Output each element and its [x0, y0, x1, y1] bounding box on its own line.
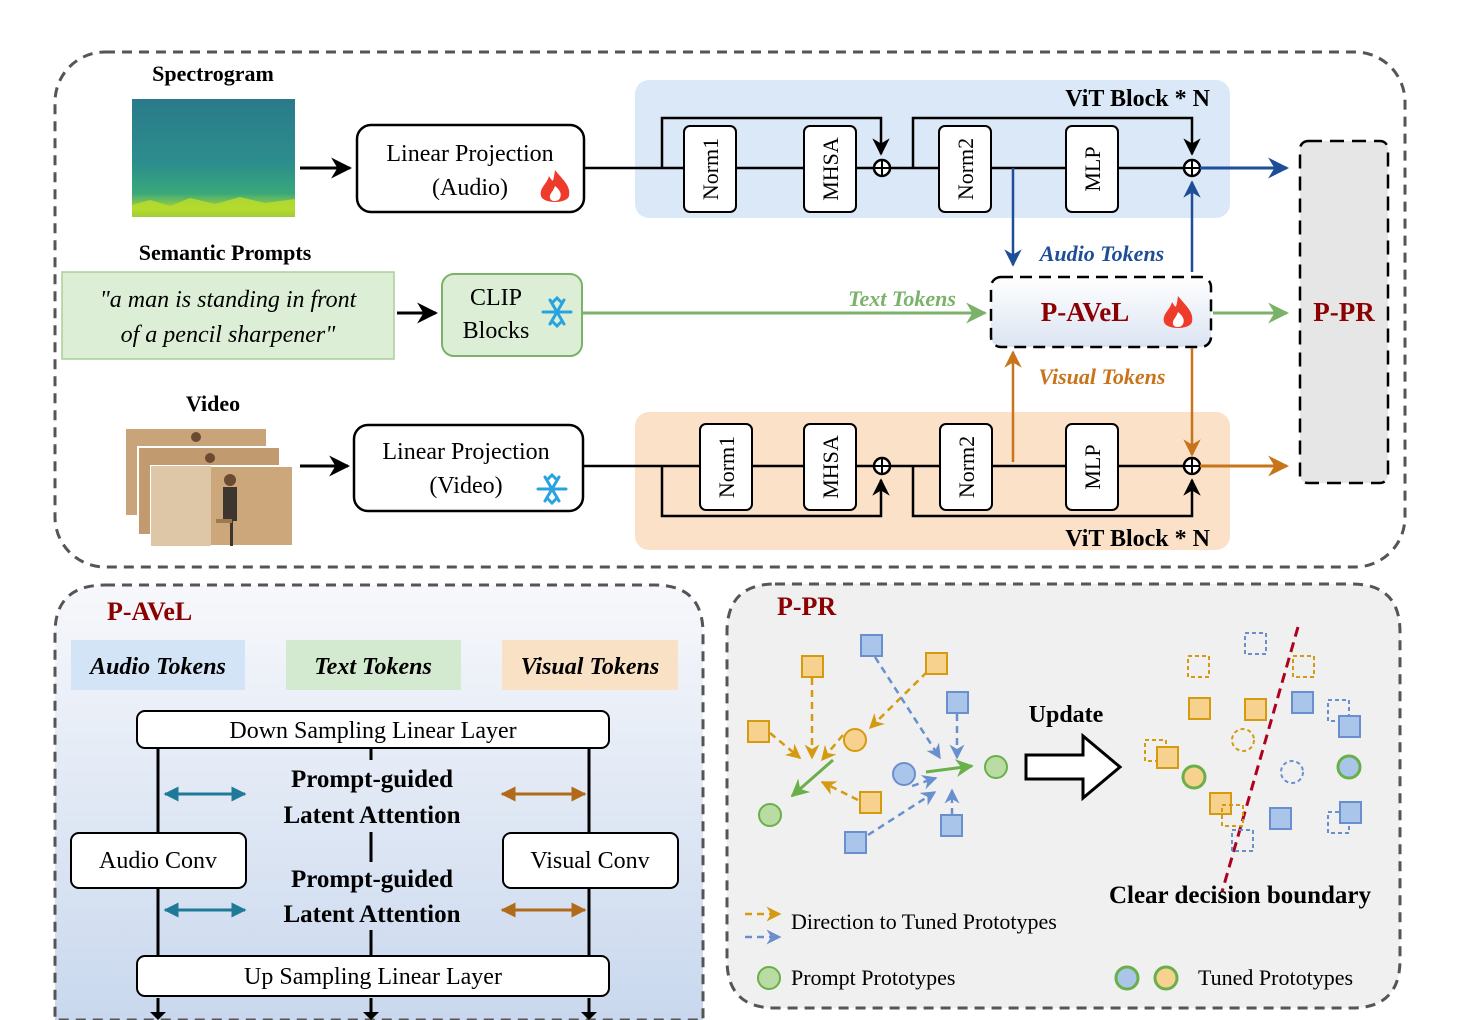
ppr-box [1298, 139, 1390, 485]
attn2-line1: Prompt-guided [291, 866, 453, 893]
visual-conv [502, 832, 679, 889]
vit-video-label: ViT Block * N [1065, 526, 1210, 552]
pavel-audio-tokens-bg [71, 640, 245, 690]
video-label: Video [186, 391, 240, 416]
video-add-node-2 [1182, 456, 1202, 476]
text-tokens-label: Text Tokens [848, 286, 956, 311]
video-norm1-label: Norm1 [714, 436, 739, 498]
up-sampling-layer [136, 955, 610, 997]
top-panel-border [53, 50, 1407, 569]
vit-audio-label: ViT Block * N [1065, 86, 1210, 112]
prompt-line1: "a man is standing in front [100, 287, 358, 313]
update-label: Update [1029, 702, 1104, 728]
ppr-right-points [1144, 632, 1362, 852]
down-sampling-layer [136, 710, 610, 749]
legend-prompt-label: Prompt Prototypes [791, 965, 955, 990]
ppr-panel-title: P-PR [777, 592, 836, 621]
spectrogram-band [132, 197, 295, 217]
spectrogram-label: Spectrogram [152, 61, 274, 86]
legend-direction-label: Direction to Tuned Prototypes [791, 909, 1057, 934]
semantic-prompts-label: Semantic Prompts [139, 240, 312, 265]
update-arrow [1024, 732, 1123, 802]
linproj-audio-line1: Linear Projection [386, 141, 553, 167]
ppr-left-points [747, 634, 1008, 854]
audio-mlp [1065, 125, 1119, 213]
visual-conv-label: Visual Conv [530, 848, 649, 874]
video-norm2 [939, 423, 993, 511]
attn1-line2: Latent Attention [283, 802, 460, 829]
boundary-label: Clear decision boundary [1109, 882, 1372, 909]
legend-tuned-label: Tuned Prototypes [1198, 965, 1353, 990]
pavel-box-label: P-AVeL [1041, 297, 1130, 327]
video-mhsa-label: MHSA [818, 435, 843, 499]
fire-icon [1163, 296, 1193, 328]
pavel-bottom-arrows [150, 1012, 597, 1020]
spectrogram-image [132, 99, 295, 217]
linproj-video-line1: Linear Projection [382, 439, 549, 465]
legend-tuned-orange-icon [1153, 965, 1179, 991]
decision-boundary [1220, 626, 1300, 893]
ppr-box-label: P-PR [1313, 297, 1375, 327]
prompt-textbox [61, 271, 395, 360]
video-add-node-1 [872, 456, 892, 476]
audio-norm2 [938, 125, 992, 213]
audio-conv-label: Audio Conv [99, 848, 217, 874]
video-norm1 [699, 423, 753, 511]
audio-add-node-2 [1182, 158, 1202, 178]
video-mlp-label: MLP [1080, 444, 1105, 489]
linproj-audio-line2: (Audio) [432, 175, 508, 201]
clip-blocks [441, 273, 583, 357]
audio-add-node-1 [872, 158, 892, 178]
ppr-prompt-arrow-right [925, 759, 974, 778]
audio-norm2-label: Norm2 [953, 138, 978, 200]
attn1-line1: Prompt-guided [291, 766, 453, 793]
pavel-panel-title: P-AVeL [107, 597, 192, 626]
clip-line1: CLIP [470, 285, 522, 311]
up-sampling-label: Up Sampling Linear Layer [244, 964, 502, 990]
visual-tokens-label: Visual Tokens [1039, 364, 1166, 389]
prompt-line2: of a pencil sharpener" [121, 322, 337, 348]
linear-projection-video [352, 423, 585, 513]
audio-norm1-label: Norm1 [698, 138, 723, 200]
ppr-direction-arrows [769, 656, 965, 837]
pavel-text-tokens: Text Tokens [314, 654, 432, 680]
audio-mhsa [803, 125, 857, 213]
audio-norm1 [683, 125, 737, 213]
audio-mlp-label: MLP [1080, 146, 1105, 191]
linproj-video-line2: (Video) [429, 473, 502, 499]
ppr-prompt-arrow-left [790, 758, 834, 798]
down-sampling-label: Down Sampling Linear Layer [229, 718, 516, 744]
attn2-line2: Latent Attention [283, 901, 460, 928]
pavel-audio-tokens: Audio Tokens [88, 654, 226, 680]
pavel-text-tokens-bg [286, 640, 461, 690]
audio-tokens-label: Audio Tokens [1038, 241, 1165, 266]
video-norm2-label: Norm2 [954, 436, 979, 498]
pavel-visual-tokens-bg [502, 640, 678, 690]
video-frames [124, 427, 294, 547]
pavel-box [989, 275, 1213, 349]
snowflake-icon [541, 295, 573, 329]
legend-prompt-icon [757, 966, 781, 990]
ppr-panel [725, 582, 1402, 1010]
legend-tuned-blue-icon [1114, 965, 1140, 991]
clip-line2: Blocks [463, 318, 530, 344]
audio-mhsa-label: MHSA [818, 137, 843, 201]
video-mhsa [803, 423, 857, 511]
fire-icon [540, 170, 570, 202]
snowflake-icon [536, 472, 568, 506]
video-mlp [1065, 423, 1119, 511]
pavel-visual-tokens: Visual Tokens [521, 654, 660, 680]
audio-conv [70, 832, 247, 889]
legend-direction-icon [745, 906, 782, 945]
